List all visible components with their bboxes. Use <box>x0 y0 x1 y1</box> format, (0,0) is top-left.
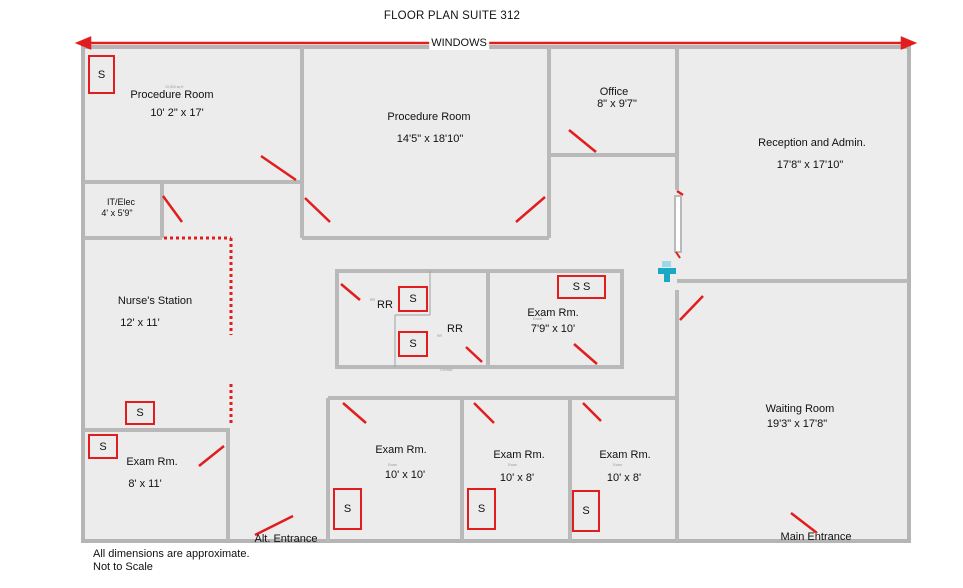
room-label-exam-b: Exam Rm. <box>493 449 545 461</box>
room-label-exam-center: Exam Rm. <box>527 307 579 319</box>
svg-text:Exam: Exam <box>533 317 542 321</box>
room-dims-reception: 17'8" x 17'10" <box>776 159 844 171</box>
water-fountain-icon <box>658 261 676 282</box>
main-entrance-label: Main Entrance <box>780 531 852 543</box>
room-dims-exam-center: 7'9" x 10' <box>530 323 576 335</box>
walls <box>83 47 909 541</box>
svg-text:Exam: Exam <box>508 463 517 467</box>
reception-opening <box>674 195 682 253</box>
room-dims-office: 8" x 9'7" <box>597 98 637 110</box>
door-swings <box>161 129 818 537</box>
sink-exam-center: S S <box>557 275 606 299</box>
room-dims-nurses-station: 12' x 11' <box>120 317 160 329</box>
sink-exam-left: S <box>88 434 118 459</box>
svg-text:RR: RR <box>437 334 443 338</box>
room-label-procedure-2: Procedure Room <box>387 111 471 123</box>
restroom-partitions <box>394 271 431 367</box>
room-label-exam-left: Exam Rm. <box>126 456 178 468</box>
room-label-rr-1: RR <box>377 299 393 311</box>
svg-text:10,000 sq ft: 10,000 sq ft <box>165 85 183 89</box>
svg-text:Exam: Exam <box>388 463 397 467</box>
room-label-office: Office <box>599 86 629 98</box>
svg-text:RR: RR <box>370 298 376 302</box>
suite-floor <box>81 45 911 543</box>
room-label-exam-c: Exam Rm. <box>599 449 651 461</box>
room-dims-procedure-1: 10' 2" x 17' <box>150 107 204 119</box>
reception-opening-marker <box>675 251 681 259</box>
room-dims-procedure-2: 14'5" x 18'10" <box>396 133 464 145</box>
svg-text:Exam: Exam <box>613 463 622 467</box>
room-label-nurses-station: Nurse's Station <box>117 295 193 307</box>
windows-arrow <box>74 36 918 50</box>
room-label-rr-2: RR <box>447 323 463 335</box>
room-dims-waiting-room: 19'3" x 17'8" <box>766 418 828 430</box>
plan-title: FLOOR PLAN SUITE 312 <box>383 10 521 22</box>
room-label-reception: Reception and Admin. <box>758 137 866 149</box>
sink-procedure-1: S <box>88 55 115 94</box>
room-dims-exam-b: 10' x 8' <box>499 472 535 484</box>
nurse-station-partition <box>164 236 233 425</box>
room-label-exam-a: Exam Rm. <box>375 444 427 456</box>
windows-label: WINDOWS <box>429 37 489 50</box>
room-dims-exam-a: 10' x 10' <box>384 469 426 481</box>
room-dims-exam-left: 8' x 11' <box>128 478 162 490</box>
note-approximate: All dimensions are approximate. <box>93 548 250 560</box>
room-label-waiting-room: Waiting Room <box>765 403 835 415</box>
svg-text:Corridor: Corridor <box>440 368 453 372</box>
sink-exam-c: S <box>572 490 600 532</box>
alt-entrance-label: Alt. Entrance <box>254 533 318 545</box>
room-dims-it-elec: 4' x 5'9" <box>101 208 133 218</box>
room-dims-exam-c: 10' x 8' <box>606 472 642 484</box>
room-label-procedure-1: Procedure Room <box>130 89 214 101</box>
room-label-it-elec: IT/Elec <box>106 197 136 207</box>
room-tags: 10,000 sq ft RR RR Exam Exam Exam Exam C… <box>165 85 622 467</box>
sink-nurses-station: S <box>125 401 155 425</box>
sink-exam-b: S <box>467 488 496 530</box>
sink-rr-2: S <box>398 331 428 357</box>
sink-rr-1: S <box>398 286 428 312</box>
sink-exam-a: S <box>333 488 362 530</box>
note-not-to-scale: Not to Scale <box>93 561 153 573</box>
